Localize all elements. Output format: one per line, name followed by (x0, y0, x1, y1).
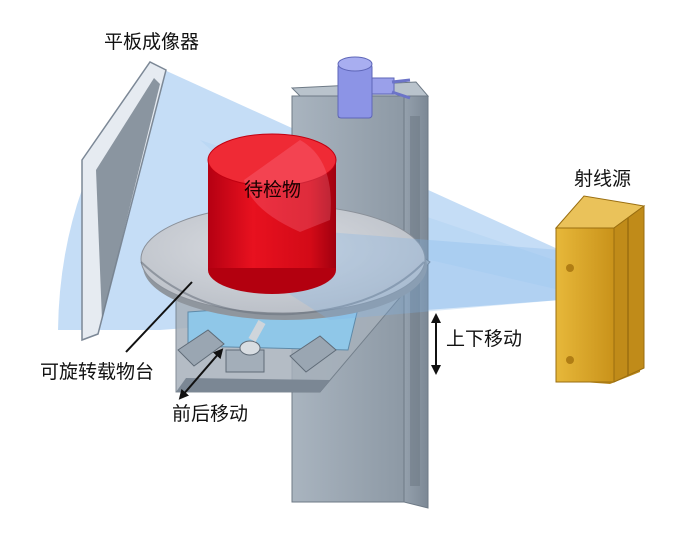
object-label: 待检物 (244, 179, 302, 201)
source-label: 射线源 (574, 168, 632, 190)
flat-panel-detector (81, 61, 167, 342)
rotary-stage-label: 可旋转载物台 (40, 361, 155, 383)
vertical-motion-label: 上下移动 (446, 328, 523, 350)
xray-source (554, 195, 646, 384)
detector-label: 平板成像器 (104, 31, 200, 53)
test-object-cylinder (207, 133, 337, 294)
forward-backward-arrow (178, 348, 224, 400)
servo-motor (337, 56, 411, 119)
forward-backward-label: 前后移动 (172, 403, 249, 425)
rotary-stage-leader-line (125, 281, 193, 353)
